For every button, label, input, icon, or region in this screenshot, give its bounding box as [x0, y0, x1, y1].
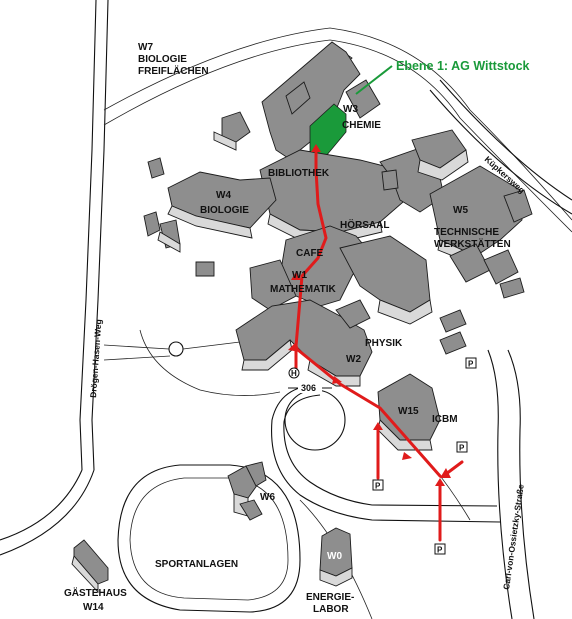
- kuepkersweg-road-inner: [429, 89, 572, 215]
- building-w3-chemie: [261, 41, 381, 159]
- parking-sign-1-label: P: [375, 482, 381, 491]
- bus-roundabout: [284, 389, 346, 451]
- bus-stop-circle: [288, 367, 300, 379]
- label-w3: W3: [343, 104, 358, 115]
- building-w6: [227, 461, 267, 521]
- small-roundabout: [168, 341, 184, 357]
- bus-stop-h-label: H: [291, 369, 297, 378]
- parking-sign-1: P: [372, 479, 384, 491]
- top-campus-road-inner: [103, 39, 572, 233]
- label-w1: W1: [292, 270, 307, 281]
- label-droegen-hasen-weg: Drögen-Hasen-Weg: [88, 319, 103, 398]
- droegen-hasen-weg-road-left: [79, 0, 97, 471]
- building-w4-biologie: [143, 111, 277, 277]
- droegen-hasen-weg-road-right: [91, 0, 109, 471]
- label-w0: W0: [327, 551, 342, 562]
- bus-loop-inner: [283, 394, 498, 507]
- label-technische-werkstaetten-line2: WERKSTÄTTEN: [434, 237, 511, 250]
- route-arrowhead-p2: [435, 478, 445, 486]
- roundabout-spur-left-2: [103, 355, 171, 361]
- route-diagonal: [296, 348, 442, 478]
- building-hoersaal-east: [379, 129, 469, 213]
- label-cafe: CAFE: [296, 248, 324, 259]
- label-biologie-freiflaechen-line2: FREIFLÄCHEN: [138, 64, 209, 77]
- parking-signs: P P P P: [372, 357, 477, 555]
- parking-sign-2-label: P: [437, 546, 443, 555]
- roundabout-spur-right: [182, 341, 241, 350]
- label-chemie: CHEMIE: [342, 120, 381, 131]
- sport-track-inner: [129, 477, 289, 601]
- route-arrowhead-p1: [373, 422, 383, 430]
- label-biologie: BIOLOGIE: [200, 205, 249, 216]
- label-w7: W7: [138, 42, 153, 53]
- label-w14: W14: [83, 602, 104, 613]
- label-w15: W15: [398, 406, 419, 417]
- label-hoersaal: HÖRSAAL: [340, 218, 389, 231]
- route-arrowhead-north: [311, 144, 321, 152]
- label-w5: W5: [453, 205, 468, 216]
- route-branch-right: [444, 460, 464, 476]
- bus-line-306-label: 306: [301, 383, 316, 393]
- building-w0-energielabor: [319, 527, 353, 587]
- bus-loop-outer: [271, 384, 501, 523]
- label-sportanlagen: SPORTANLAGEN: [155, 559, 238, 570]
- road-curve-left-outer: [0, 469, 83, 541]
- label-carl-von-ossietzky-strasse: Carl-von-Ossietzky-Straße: [501, 483, 526, 590]
- route-arrowhead-w1: [288, 342, 300, 352]
- label-w6: W6: [260, 492, 275, 503]
- parking-sign-2: P: [434, 543, 446, 555]
- route-arrowhead-right: [440, 468, 451, 478]
- building-w2-physik: [235, 299, 467, 387]
- buildings: [71, 41, 533, 594]
- route-arrowhead-diag2: [402, 452, 412, 460]
- sport-track-outer: [117, 464, 301, 613]
- label-w2: W2: [346, 354, 361, 365]
- label-technische-werkstaetten-line1: TECHNISCHE: [434, 227, 499, 238]
- route-arrowhead-diag1: [332, 376, 342, 384]
- label-bibliothek: BIBLIOTHEK: [268, 168, 330, 179]
- legend-pointer-line: [355, 65, 393, 95]
- path-west-south: [139, 329, 281, 396]
- route-arrowhead-w1-top: [291, 272, 301, 280]
- building-w14-gaestehaus: [71, 539, 109, 594]
- parking-sign-3-label: P: [468, 360, 474, 369]
- ossietzky-road-left: [487, 349, 513, 619]
- label-mathematik: MATHEMATIK: [270, 284, 337, 295]
- label-icbm: ICBM: [432, 414, 458, 425]
- label-physik: PHYSIK: [365, 338, 403, 349]
- route-main-path: [294, 146, 328, 374]
- ossietzky-road-right: [507, 349, 535, 619]
- parking-sign-4-label: P: [459, 444, 465, 453]
- building-w5-werkstaetten: [429, 165, 533, 299]
- label-gaestehaus: GÄSTEHAUS: [64, 586, 127, 599]
- access-route: [288, 144, 464, 542]
- road-curve-left-inner: [0, 469, 95, 556]
- label-biologie-freiflaechen-line1: BIOLOGIE: [138, 54, 187, 65]
- bus-stop: H 306: [288, 367, 332, 393]
- kuepkersweg-road-outer: [439, 79, 572, 201]
- legend-ebene-ag-wittstock: Ebene 1: AG Wittstock: [396, 59, 530, 73]
- parking-sign-3: P: [465, 357, 477, 369]
- roundabout-spur-left: [103, 344, 170, 350]
- parking-sign-4: P: [456, 441, 468, 453]
- label-w4: W4: [216, 190, 231, 201]
- label-energie-labor-line1: ENERGIE-: [306, 592, 354, 603]
- label-energie-labor-line2: LABOR: [313, 604, 349, 615]
- bus-306-bg: [298, 383, 322, 393]
